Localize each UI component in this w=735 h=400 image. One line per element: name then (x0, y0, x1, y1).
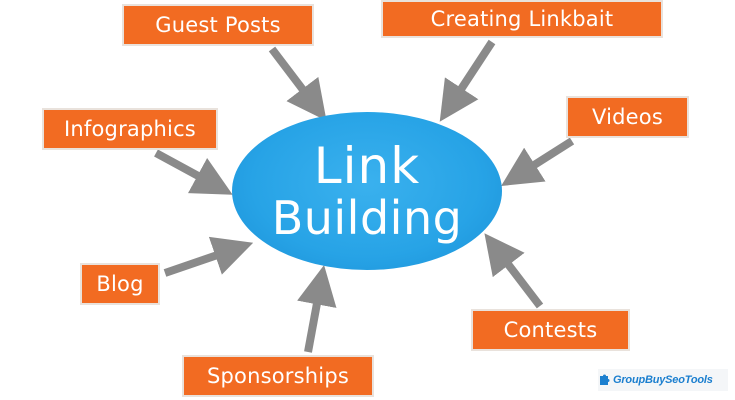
arrow-from-creating-linkbait (439, 39, 496, 122)
center-label-line1: Link (313, 137, 421, 195)
center-label-line2: Building (271, 191, 463, 245)
node-guest-posts: Guest Posts (122, 4, 314, 46)
arrow-from-blog (163, 236, 254, 277)
node-contests: Contests (471, 309, 630, 351)
node-creating-linkbait: Creating Linkbait (381, 0, 663, 38)
puzzle-logo-icon (600, 374, 610, 385)
node-blog: Blog (80, 263, 160, 305)
node-videos: Videos (566, 96, 689, 138)
arrow-from-sponsorships (297, 264, 337, 353)
arrow-from-videos (501, 137, 575, 187)
arrow-from-infographics (154, 149, 233, 195)
arrow-from-contests (484, 233, 544, 309)
watermark-text: GroupBuySeoTools (613, 374, 713, 386)
center-ellipse (232, 112, 502, 270)
center-label: Link Building (232, 112, 502, 270)
node-infographics: Infographics (42, 108, 218, 150)
watermark: GroupBuySeoTools (598, 369, 728, 391)
node-sponsorships: Sponsorships (182, 355, 374, 397)
arrow-from-guest-posts (268, 46, 327, 121)
